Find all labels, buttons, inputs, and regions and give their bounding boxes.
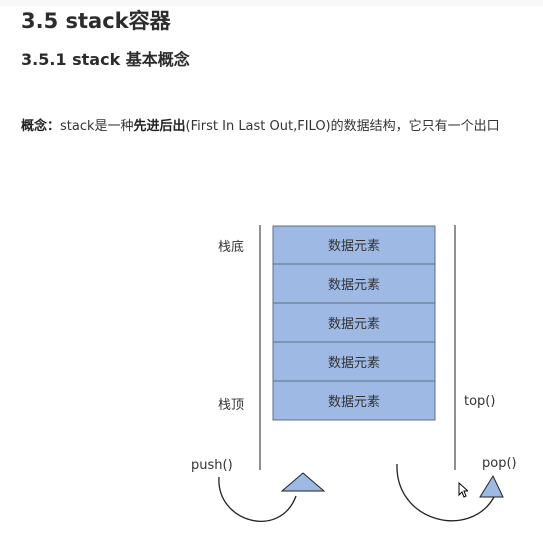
section-heading: 3.5 stack容器 <box>21 9 171 33</box>
concept-paragraph: 概念：stack是一种先进后出(First In Last Out,FILO)的… <box>21 118 500 136</box>
concept-text-before: stack是一种 <box>60 119 134 134</box>
concept-text-after: (First In Last Out,FILO)的数据结构，它只有一个出口 <box>185 119 500 134</box>
stack-cell: 数据元素 <box>272 380 436 421</box>
top-function-label: top() <box>464 394 495 409</box>
pop-curve <box>396 463 495 522</box>
pop-arrowhead <box>479 474 504 498</box>
stack-cell-label: 数据元素 <box>328 317 380 332</box>
stack-bottom-label: 栈底 <box>218 239 244 255</box>
stack-top-label: 栈顶 <box>218 398 244 413</box>
push-curve <box>218 476 297 522</box>
stack-cells: 数据元素 数据元素 数据元素 数据元素 数据元素 <box>272 225 436 421</box>
stack-cell-label: 数据元素 <box>328 356 380 371</box>
stack-cell-label: 数据元素 <box>328 395 380 410</box>
stack-cell: 数据元素 <box>272 341 436 382</box>
subsection-heading: 3.5.1 stack 基本概念 <box>21 50 190 69</box>
stack-cell: 数据元素 <box>272 225 436 265</box>
stack-cell: 数据元素 <box>272 302 436 343</box>
stack-cell: 数据元素 <box>272 263 436 304</box>
pop-function-label: pop() <box>482 456 517 471</box>
mouse-cursor-icon <box>458 482 468 498</box>
push-arrowhead <box>280 472 326 492</box>
concept-emphasis: 先进后出 <box>133 119 186 134</box>
stack-cell-label: 数据元素 <box>328 278 380 293</box>
concept-label: 概念： <box>21 119 61 134</box>
top-strip <box>0 0 543 6</box>
stack-cell-label: 数据元素 <box>328 239 380 254</box>
push-function-label: push() <box>191 458 233 473</box>
